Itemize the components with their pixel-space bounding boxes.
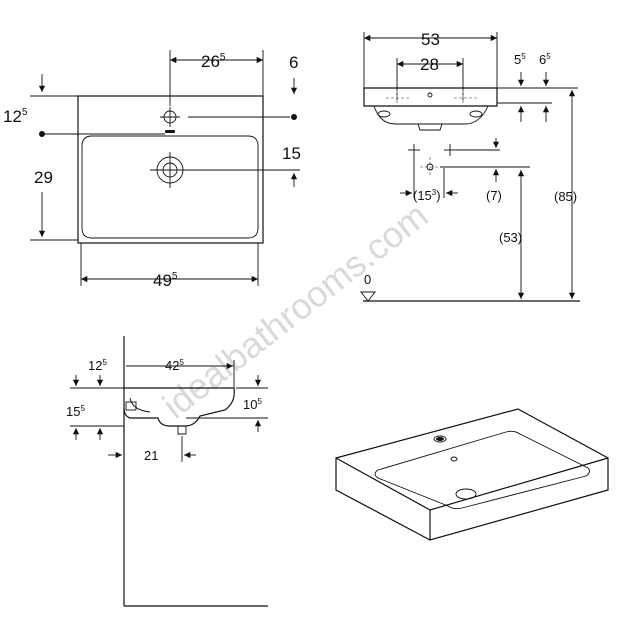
side-dim-15: 155: [66, 404, 85, 419]
dim-7: (7): [486, 188, 502, 203]
side-dim-12: 125: [88, 358, 107, 373]
isometric-view: [335, 408, 609, 541]
dim-tap-offset: 265: [201, 52, 226, 71]
side-dim-21: 21: [144, 448, 158, 463]
front-view: 53 28 55 65: [360, 30, 580, 302]
dim-15-3: (153): [413, 188, 441, 203]
iso-overflow-icon: [450, 456, 458, 462]
basin-side-profile: [123, 387, 235, 427]
iso-tap-hole-icon: [433, 435, 447, 443]
iso-drain-icon: [455, 488, 477, 500]
dim-width-49: 495: [153, 271, 178, 290]
side-view: 125 425 155 105 21: [66, 336, 268, 607]
floor-label: 0: [364, 272, 371, 287]
floor-level-icon: [360, 291, 376, 302]
dim-right-6: 6: [289, 53, 298, 72]
dim-left-29: 29: [34, 168, 53, 187]
top-view: 265 6 125 29 15 495: [3, 50, 301, 290]
side-dim-10: 105: [243, 397, 262, 412]
basin-iso-outer: [335, 408, 609, 541]
basin-front-body: [363, 87, 498, 107]
bowl-outline-top: [81, 135, 259, 239]
dim-5: 55: [514, 52, 526, 67]
side-dim-42: 425: [165, 358, 184, 373]
dim-53-height: (53): [499, 230, 522, 245]
connection-marks: [408, 144, 530, 177]
watermark: idealbathrooms.com: [155, 194, 436, 426]
dim-right-15: 15: [282, 144, 301, 163]
dim-left-12: 125: [3, 107, 28, 126]
dim-6: 65: [539, 52, 551, 67]
basin-outline-top: [77, 95, 264, 244]
overflow-slot: [165, 130, 175, 133]
dim-85-height: (85): [554, 189, 577, 204]
dim-tap-28: 28: [420, 55, 439, 74]
dim-width-53: 53: [421, 30, 440, 49]
basin-iso-bowl: [374, 430, 591, 510]
